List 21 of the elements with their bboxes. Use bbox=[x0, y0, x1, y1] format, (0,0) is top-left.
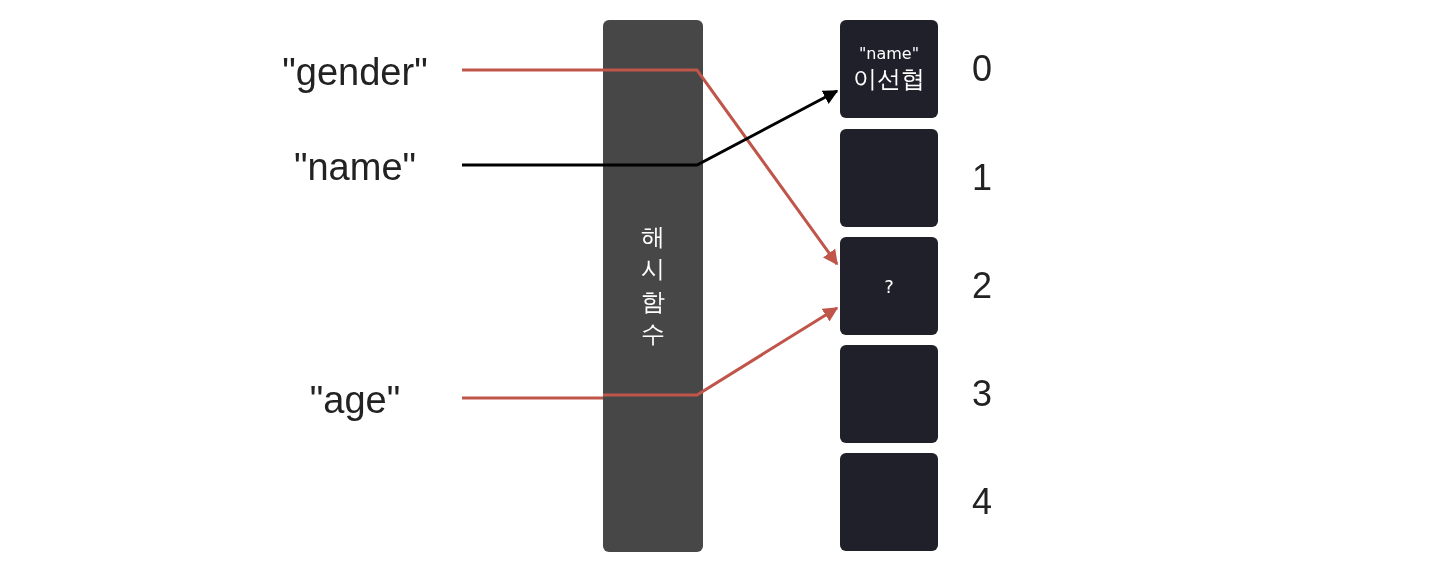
connector-line bbox=[462, 396, 603, 400]
index-number: 1 bbox=[972, 157, 992, 199]
bucket-box bbox=[840, 129, 938, 227]
index-number: 0 bbox=[972, 48, 992, 90]
index-number: 4 bbox=[972, 481, 992, 523]
key-label: "gender" bbox=[282, 50, 428, 94]
bucket-box bbox=[840, 453, 938, 551]
index-number: 3 bbox=[972, 373, 992, 415]
connector-line bbox=[462, 68, 603, 72]
arrow bbox=[603, 68, 839, 266]
bucket-box: ? bbox=[840, 237, 938, 335]
bucket-box: "name" 이선협 bbox=[840, 20, 938, 118]
arrow bbox=[603, 89, 839, 167]
index-number: 2 bbox=[972, 265, 992, 307]
key-label: "name" bbox=[294, 145, 416, 189]
connector-line bbox=[462, 163, 603, 167]
bucket-box bbox=[840, 345, 938, 443]
bar-label: 해시 함수 bbox=[640, 222, 666, 351]
arrow bbox=[603, 306, 839, 397]
hash-function-bar bbox=[603, 20, 703, 552]
key-label: "age" bbox=[309, 378, 401, 422]
